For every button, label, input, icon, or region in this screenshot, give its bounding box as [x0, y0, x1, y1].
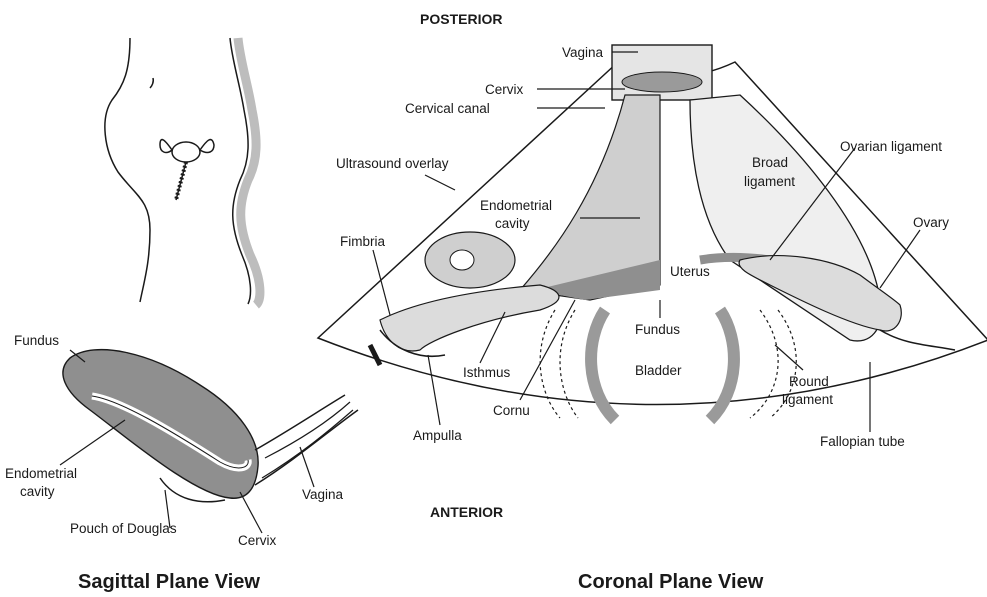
- mini-uterus-icon: [160, 140, 214, 200]
- label-vagina-coronal: Vagina: [562, 45, 604, 60]
- label-uterus: Uterus: [670, 264, 710, 279]
- label-cervix-sagittal: Cervix: [238, 533, 277, 548]
- label-ovary: Ovary: [913, 215, 949, 230]
- label-fallopian-tube: Fallopian tube: [820, 434, 905, 449]
- label-cornu: Cornu: [493, 403, 530, 418]
- label-isthmus: Isthmus: [463, 365, 511, 380]
- label-endometrial-coronal-1: Endometrial: [480, 198, 552, 213]
- label-vagina-sagittal: Vagina: [302, 487, 344, 502]
- label-broad-ligament-2: ligament: [744, 174, 795, 189]
- label-round-ligament-1: Round: [789, 374, 829, 389]
- torso-figure: [105, 38, 260, 305]
- label-pouch-of-douglas: Pouch of Douglas: [70, 521, 177, 536]
- label-endometrial-coronal-2: cavity: [495, 216, 530, 231]
- label-ultrasound-overlay: Ultrasound overlay: [336, 156, 449, 171]
- label-broad-ligament-1: Broad: [752, 155, 788, 170]
- label-endometrial-sagittal-1: Endometrial: [5, 466, 77, 481]
- label-ampulla: Ampulla: [413, 428, 462, 443]
- coronal-vagina: [612, 45, 712, 100]
- label-cervix-coronal: Cervix: [485, 82, 524, 97]
- title-sagittal: Sagittal Plane View: [78, 571, 260, 593]
- view-titles: Sagittal Plane View Coronal Plane View: [78, 571, 764, 593]
- label-ovarian-ligament: Ovarian ligament: [840, 139, 942, 154]
- posterior-label: POSTERIOR: [420, 11, 502, 27]
- label-bladder: Bladder: [635, 363, 682, 378]
- label-fundus-coronal: Fundus: [635, 322, 680, 337]
- label-cervical-canal: Cervical canal: [405, 101, 490, 116]
- sagittal-uterus: [63, 350, 358, 502]
- label-endometrial-sagittal-2: cavity: [20, 484, 55, 499]
- title-coronal: Coronal Plane View: [578, 571, 764, 593]
- anterior-label: ANTERIOR: [430, 504, 503, 520]
- label-fimbria: Fimbria: [340, 234, 385, 249]
- label-round-ligament-2: ligament: [782, 392, 833, 407]
- label-fundus-sagittal: Fundus: [14, 333, 59, 348]
